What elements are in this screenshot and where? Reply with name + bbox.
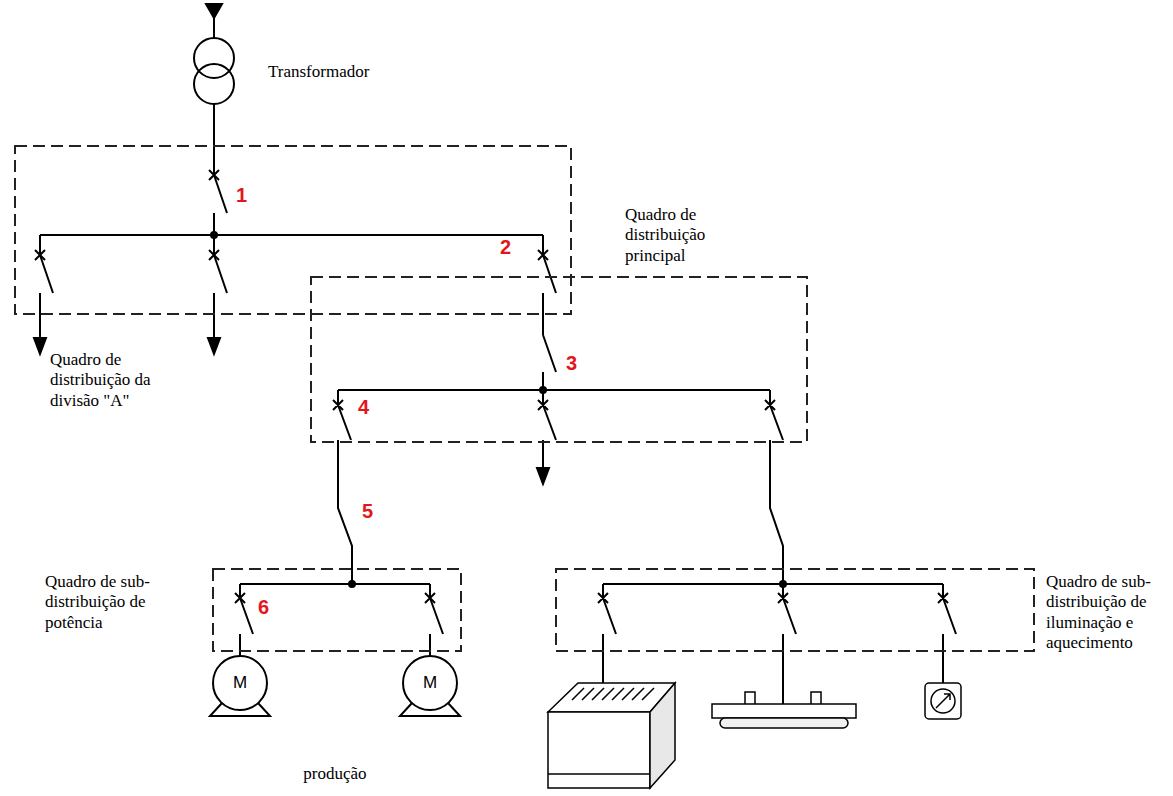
feeder-connector [338, 443, 352, 568]
busbar [40, 234, 543, 236]
label-holder: 6 [258, 596, 269, 619]
wiring [34, 4, 956, 716]
board-heading: Quadro de distribuição principal [625, 205, 747, 266]
breaker-mark [598, 593, 948, 603]
wire [240, 634, 430, 656]
wire [40, 235, 543, 255]
feeder-arrow [208, 338, 220, 354]
lamp-body [712, 704, 856, 718]
heater-side [650, 683, 675, 788]
label-holder: 5 [362, 500, 373, 523]
breaker-blade [338, 405, 783, 440]
label-holder: 4 [358, 396, 369, 419]
feeder-connector [770, 443, 783, 568]
component-label: Transformador [268, 62, 369, 81]
heater-illustration [548, 683, 675, 788]
label-holder: 3 [566, 352, 577, 375]
thermostat-dial [931, 689, 955, 713]
switchboard-box: Quadro de distribuição da divisão "A" [310, 276, 808, 443]
callout-number: 2 [500, 236, 511, 258]
thermostat-case [925, 683, 961, 719]
busbar [603, 583, 943, 585]
label-holder: produção [303, 764, 366, 784]
dashed-border [311, 277, 807, 442]
callout-number: 5 [362, 500, 373, 522]
switchboard-box: Quadro de sub-distribuição de potência [212, 568, 462, 652]
wire [213, 18, 215, 38]
wire [338, 390, 770, 405]
dashed-outline [14, 145, 572, 315]
feeder-connector [542, 315, 544, 335]
motor-symbol [403, 656, 457, 710]
callout-number: 6 [258, 596, 269, 618]
dashed-outline [555, 568, 1035, 652]
dashed-border [15, 146, 571, 314]
wire [240, 584, 430, 598]
label-holder: 2 [500, 236, 511, 259]
breaker-mark [35, 250, 548, 260]
feeder-arrow [34, 338, 46, 354]
dashed-outline [310, 276, 808, 443]
feeder-arrow [537, 468, 549, 484]
wire [603, 584, 943, 598]
dashed-outline [212, 568, 462, 652]
motor-base [210, 703, 270, 716]
heater-vents [572, 688, 654, 700]
lamp-illustration [712, 692, 856, 728]
heater-front [548, 712, 650, 788]
breaker-blade [40, 255, 556, 293]
label-holder: M [423, 673, 437, 693]
transformer-winding [194, 64, 234, 104]
group-label: produção [303, 764, 366, 783]
label-holder: Transformador [268, 62, 369, 82]
label-holder: M [233, 673, 247, 693]
board-heading: Quadro de sub-distribuição de potência [45, 572, 185, 633]
lamp-tube [720, 718, 848, 728]
busbar [240, 583, 430, 585]
transformer-winding [194, 38, 234, 78]
busbar [338, 389, 770, 391]
motor-symbol [213, 656, 267, 710]
thermostat-arrow [936, 694, 950, 708]
board-heading: Quadro de sub-distribuição de iluminação… [1046, 572, 1166, 654]
callout-number: 3 [566, 352, 577, 374]
breaker-blade [603, 598, 956, 634]
motor-letter: M [233, 673, 247, 692]
supply-arrow [206, 4, 222, 18]
dashed-border [213, 569, 461, 651]
heater-detail [548, 773, 650, 775]
wire [338, 440, 770, 470]
callout-number: 1 [236, 184, 247, 206]
switchboard-box: Quadro de distribuição principal [14, 145, 572, 315]
label-holder: 1 [236, 184, 247, 207]
board-heading: Quadro de distribuição da divisão "A" [50, 350, 190, 411]
switch-blade [543, 335, 556, 372]
wire [40, 293, 543, 340]
breaker-blade [214, 175, 227, 213]
dashed-border [556, 569, 1034, 651]
switchboard-box: Quadro de sub-distribuição de iluminação… [555, 568, 1035, 652]
motor-letter: M [423, 673, 437, 692]
motor-base [400, 703, 460, 716]
callout-number: 4 [358, 396, 369, 418]
breaker-blade [240, 598, 443, 634]
breaker-mark [333, 400, 775, 410]
thermostat-illustration [925, 683, 961, 719]
wire [213, 104, 215, 175]
